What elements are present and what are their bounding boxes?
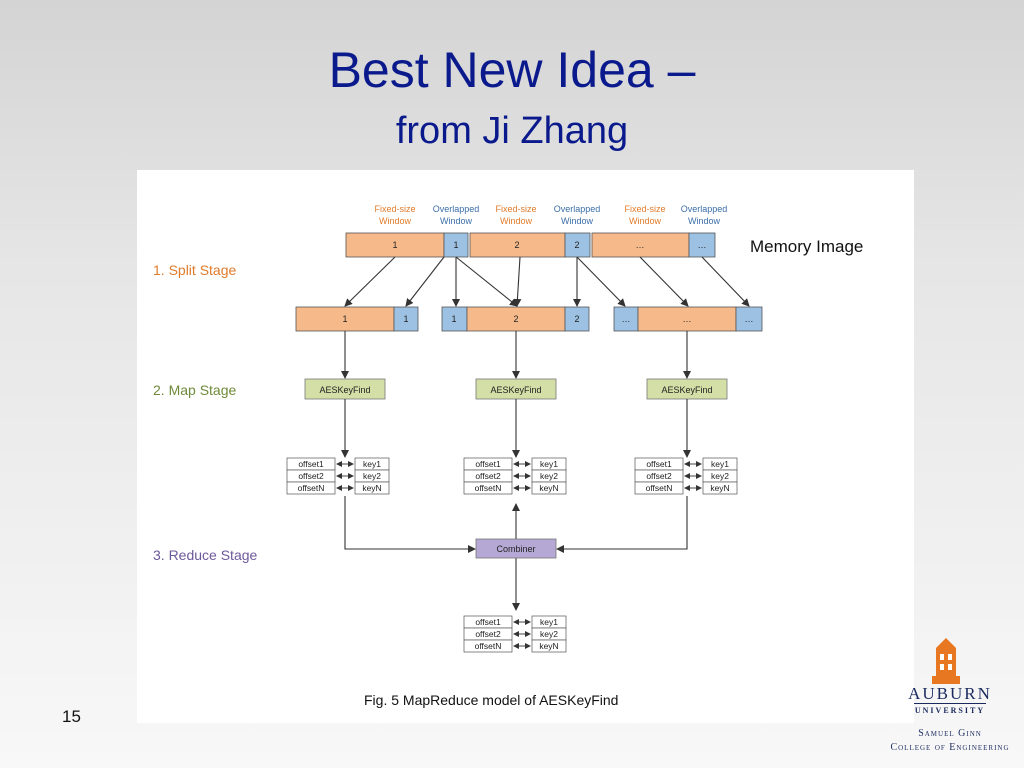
header-fixed-2-line2: Window — [500, 216, 533, 226]
logo-university: UNIVERSITY — [914, 706, 986, 715]
map-box-1-label: AESKeyFind — [319, 385, 370, 395]
kv-offset-text: offset1 — [475, 617, 501, 627]
memory-overlap-1: 1 — [453, 240, 458, 250]
split-blocks — [295, 306, 763, 332]
split-block-1-fixed: 1 — [342, 314, 347, 324]
auburn-logo: AUBURN UNIVERSITY Samuel Ginn College of… — [876, 636, 1024, 768]
kv-table-map-1: offset1 key1 offset2 key2 offsetN keyN — [286, 457, 390, 495]
logo-divider — [914, 703, 986, 704]
memory-segment-1: 1 — [392, 240, 397, 250]
kv-offset-cell — [286, 481, 336, 495]
kv-offset-text: offsetN — [646, 483, 673, 493]
kv-key-cell — [531, 639, 567, 653]
kv-key-text: key2 — [540, 629, 558, 639]
kv-offset-text: offset2 — [646, 471, 672, 481]
slide-title: Best New Idea – — [328, 42, 696, 98]
header-overlap-1-line2: Window — [440, 216, 473, 226]
kv-offset-cell — [634, 481, 684, 495]
logo-college-line1: Samuel Ginn — [918, 728, 982, 739]
map-box-2-label: AESKeyFind — [490, 385, 541, 395]
kv-offset-text: offsetN — [298, 483, 325, 493]
kv-offset-cell — [463, 481, 513, 495]
memory-overlap-2: 2 — [574, 240, 579, 250]
reduce-stage-label: 3. Reduce Stage — [153, 547, 258, 563]
kv-key-text: key2 — [363, 471, 381, 481]
memory-segment-2: 2 — [514, 240, 519, 250]
header-fixed-1-line2: Window — [379, 216, 412, 226]
memory-image-label: Memory Image — [750, 237, 863, 256]
header-overlap-1-line1: Overlapped — [433, 204, 480, 214]
kv-key-text: key1 — [711, 459, 729, 469]
kv-key-text: keyN — [539, 483, 558, 493]
header-overlap-2-line2: Window — [561, 216, 594, 226]
split-block-3-fixed: … — [683, 314, 692, 324]
kv-key-text: key1 — [540, 459, 558, 469]
kv-table-map-3: offset1 key1 offset2 key2 offsetN keyN — [634, 457, 738, 495]
tower-icon — [932, 638, 960, 684]
kv-offset-text: offset2 — [475, 471, 501, 481]
figure-caption: Fig. 5 MapReduce model of AESKeyFind — [364, 692, 618, 708]
map-stage-label: 2. Map Stage — [153, 382, 236, 398]
split-block-2-overlap-right: 2 — [574, 314, 579, 324]
header-fixed-3-line2: Window — [629, 216, 662, 226]
split-arrows — [344, 256, 750, 307]
split-block-2-fixed: 2 — [513, 314, 518, 324]
kv-offset-text: offset1 — [298, 459, 324, 469]
header-fixed-1-line1: Fixed-size — [374, 204, 415, 214]
kv-offset-text: offset1 — [475, 459, 501, 469]
header-overlap-3-line2: Window — [688, 216, 721, 226]
reduce-arrows — [344, 496, 688, 611]
split-block-3-overlap-left: … — [622, 314, 631, 324]
kv-key-text: key2 — [711, 471, 729, 481]
split-stage-label: 1. Split Stage — [153, 262, 236, 278]
kv-key-cell — [702, 481, 738, 495]
logo-word: AUBURN — [908, 684, 992, 703]
logo-college-line2: College of Engineering — [890, 742, 1010, 753]
figure-panel: Fixed-size Window Overlapped Window Fixe… — [137, 170, 914, 723]
kv-key-cell — [531, 481, 567, 495]
split-block-1-overlap: 1 — [403, 314, 408, 324]
kv-key-text: key2 — [540, 471, 558, 481]
kv-offset-text: offset1 — [646, 459, 672, 469]
kv-key-text: keyN — [539, 641, 558, 651]
kv-key-text: key1 — [540, 617, 558, 627]
kv-table-reduce: offset1 key1 offset2 key2 offsetN keyN — [463, 615, 567, 653]
kv-offset-text: offset2 — [298, 471, 324, 481]
kv-offset-cell — [463, 639, 513, 653]
mapreduce-diagram: Fixed-size Window Overlapped Window Fixe… — [153, 204, 863, 708]
kv-key-text: keyN — [710, 483, 729, 493]
memory-image-bar — [345, 232, 716, 258]
header-overlap-2-line1: Overlapped — [554, 204, 601, 214]
split-block-2-overlap-left: 1 — [451, 314, 456, 324]
kv-key-text: key1 — [363, 459, 381, 469]
memory-overlap-3: … — [698, 240, 707, 250]
header-fixed-2-line1: Fixed-size — [495, 204, 536, 214]
window-headers: Fixed-size Window Overlapped Window Fixe… — [374, 204, 727, 226]
header-overlap-3-line1: Overlapped — [681, 204, 728, 214]
combiner-label: Combiner — [496, 544, 535, 554]
kv-offset-text: offsetN — [475, 483, 502, 493]
slide-number: 15 — [62, 707, 81, 726]
slide-subtitle: from Ji Zhang — [395, 110, 629, 152]
header-fixed-3-line1: Fixed-size — [624, 204, 665, 214]
kv-offset-text: offsetN — [475, 641, 502, 651]
kv-key-cell — [354, 481, 390, 495]
map-box-3-label: AESKeyFind — [661, 385, 712, 395]
memory-segment-3: … — [636, 240, 645, 250]
combiner-box — [475, 538, 557, 559]
split-block-3-overlap-right: … — [745, 314, 754, 324]
kv-table-map-2: offset1 key1 offset2 key2 offsetN keyN — [463, 457, 567, 495]
kv-key-text: keyN — [362, 483, 381, 493]
kv-offset-text: offset2 — [475, 629, 501, 639]
